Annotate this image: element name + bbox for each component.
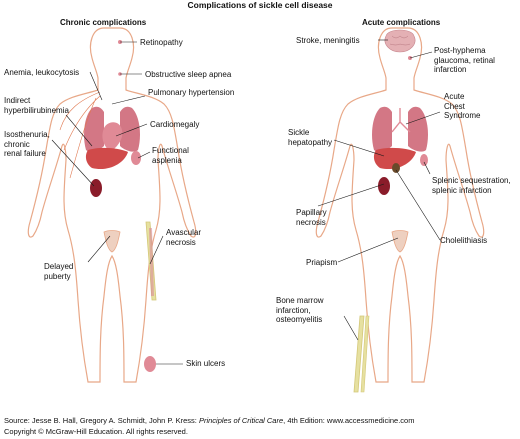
source-citation: Source: Jesse B. Hall, Gregory A. Schmid… bbox=[4, 416, 415, 425]
label-sickle-hepatopathy: Sickle hepatopathy bbox=[288, 128, 333, 147]
label-acute-chest-syndrome: Acute Chest Syndrome bbox=[444, 92, 481, 120]
label-pulmonary-hypertension: Pulmonary hypertension bbox=[148, 88, 235, 97]
label-bone-marrow-infarction: Bone marrow infarction, osteomyelitis bbox=[276, 296, 324, 324]
label-anemia: Anemia, leukocytosis bbox=[4, 68, 80, 77]
label-delayed-puberty: Delayed puberty bbox=[44, 262, 74, 281]
label-sleep-apnea: Obstructive sleep apnea bbox=[145, 70, 232, 79]
leader-lines bbox=[51, 39, 441, 365]
label-papillary-necrosis: Papillary necrosis bbox=[296, 208, 327, 227]
label-isosthenuria: Isosthenuria, chronic renal failure bbox=[4, 130, 50, 158]
acute-body-figure bbox=[315, 27, 485, 393]
label-priapism: Priapism bbox=[306, 258, 338, 267]
label-post-hyphema: Post-hyphema glaucoma, retinal infarctio… bbox=[434, 46, 495, 74]
label-avascular-necrosis: Avascular necrosis bbox=[166, 228, 201, 247]
label-cardiomegaly: Cardiomegaly bbox=[150, 120, 200, 129]
figure-title: Complications of sickle cell disease bbox=[187, 0, 333, 10]
label-retinopathy: Retinopathy bbox=[140, 38, 183, 47]
label-splenic-sequestration: Splenic sequestration, splenic infarctio… bbox=[432, 176, 511, 195]
label-functional-asplenia: Functional asplenia bbox=[152, 146, 189, 165]
chronic-heading: Chronic complications bbox=[60, 18, 147, 27]
label-stroke-meningitis: Stroke, meningitis bbox=[296, 36, 360, 45]
chronic-body-figure bbox=[27, 27, 197, 383]
acute-heading: Acute complications bbox=[362, 18, 441, 27]
copyright-notice: Copyright © McGraw-Hill Education. All r… bbox=[4, 427, 188, 436]
label-indirect-hyperbilirubinemia: Indirect hyperbilirubinemia bbox=[4, 96, 69, 115]
label-skin-ulcers: Skin ulcers bbox=[186, 359, 226, 368]
label-cholelithiasis: Cholelithiasis bbox=[440, 236, 488, 245]
